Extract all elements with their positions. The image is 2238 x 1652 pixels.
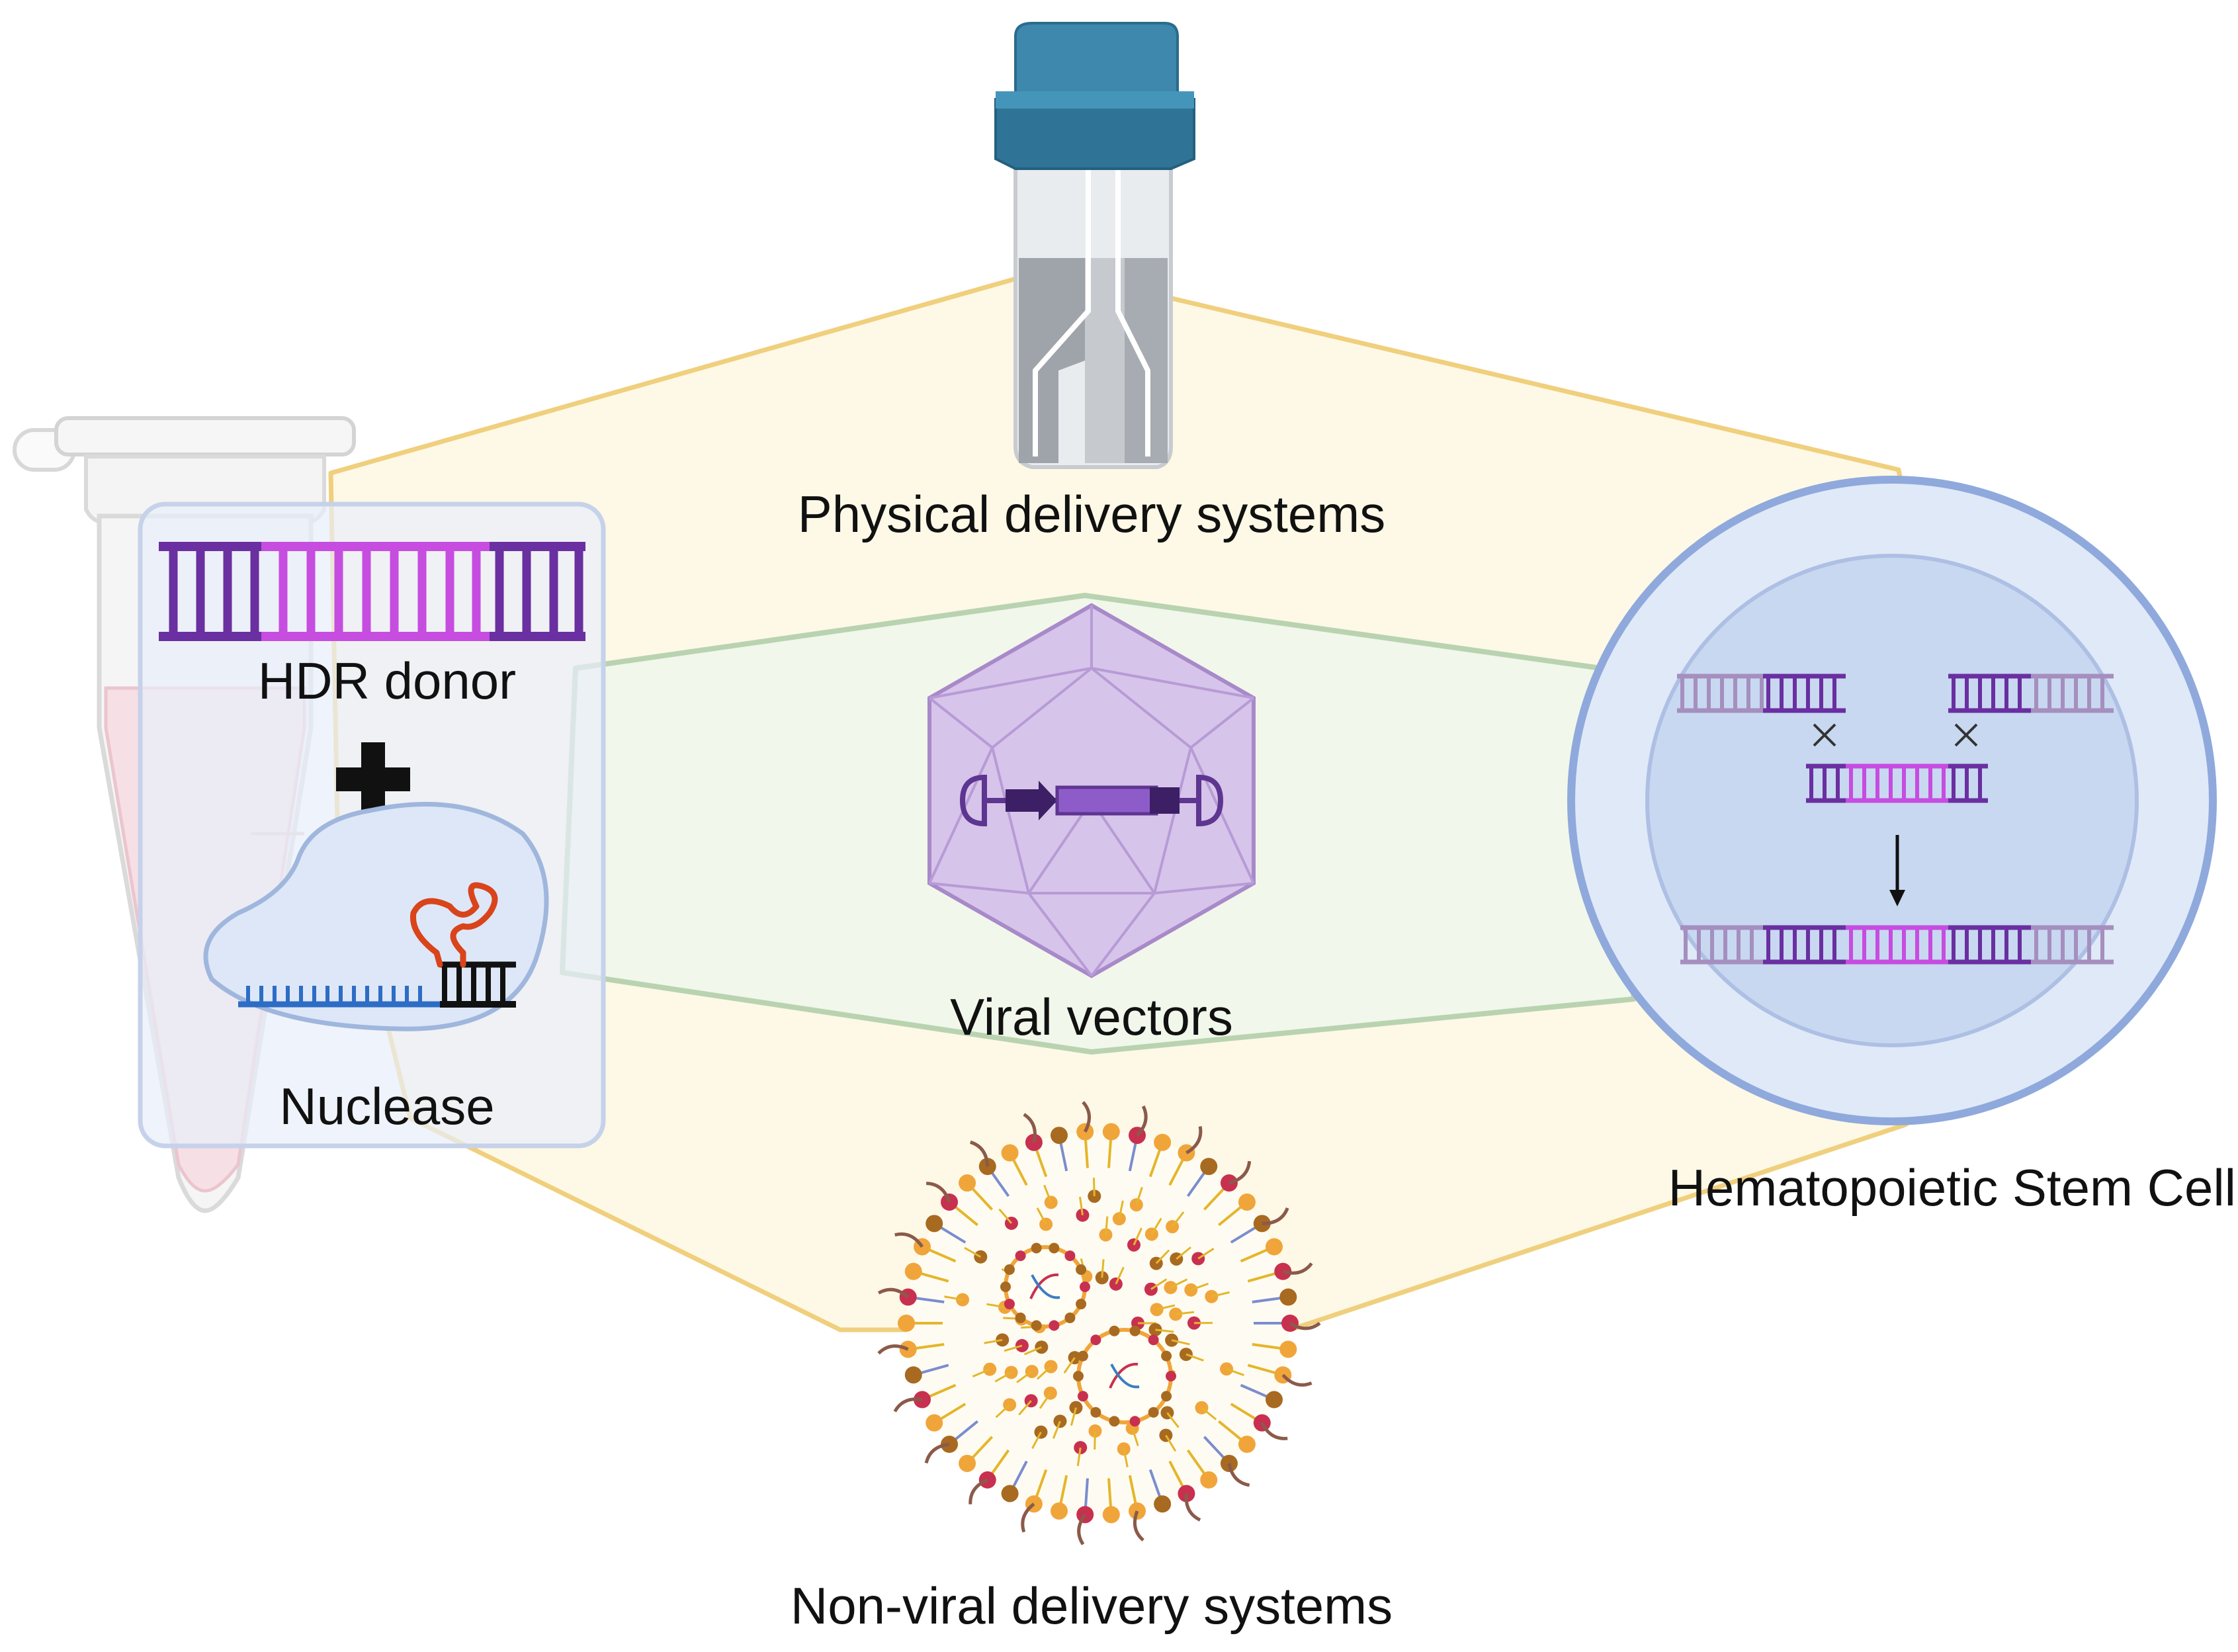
viral-vectors-label: Viral vectors: [761, 991, 1422, 1043]
stem-cell-icon: [1571, 480, 2213, 1121]
physical-delivery-label: Physical delivery systems: [695, 488, 1488, 540]
nuclease-label: Nuclease: [189, 1080, 585, 1132]
electroporation-cuvette-icon: [996, 23, 1194, 467]
hdr-donor-label: HDR donor: [189, 655, 585, 707]
hematopoietic-stem-cell-label: Hematopoietic Stem Cell: [1574, 1162, 2236, 1213]
non-viral-delivery-label: Non-viral delivery systems: [662, 1580, 1522, 1631]
